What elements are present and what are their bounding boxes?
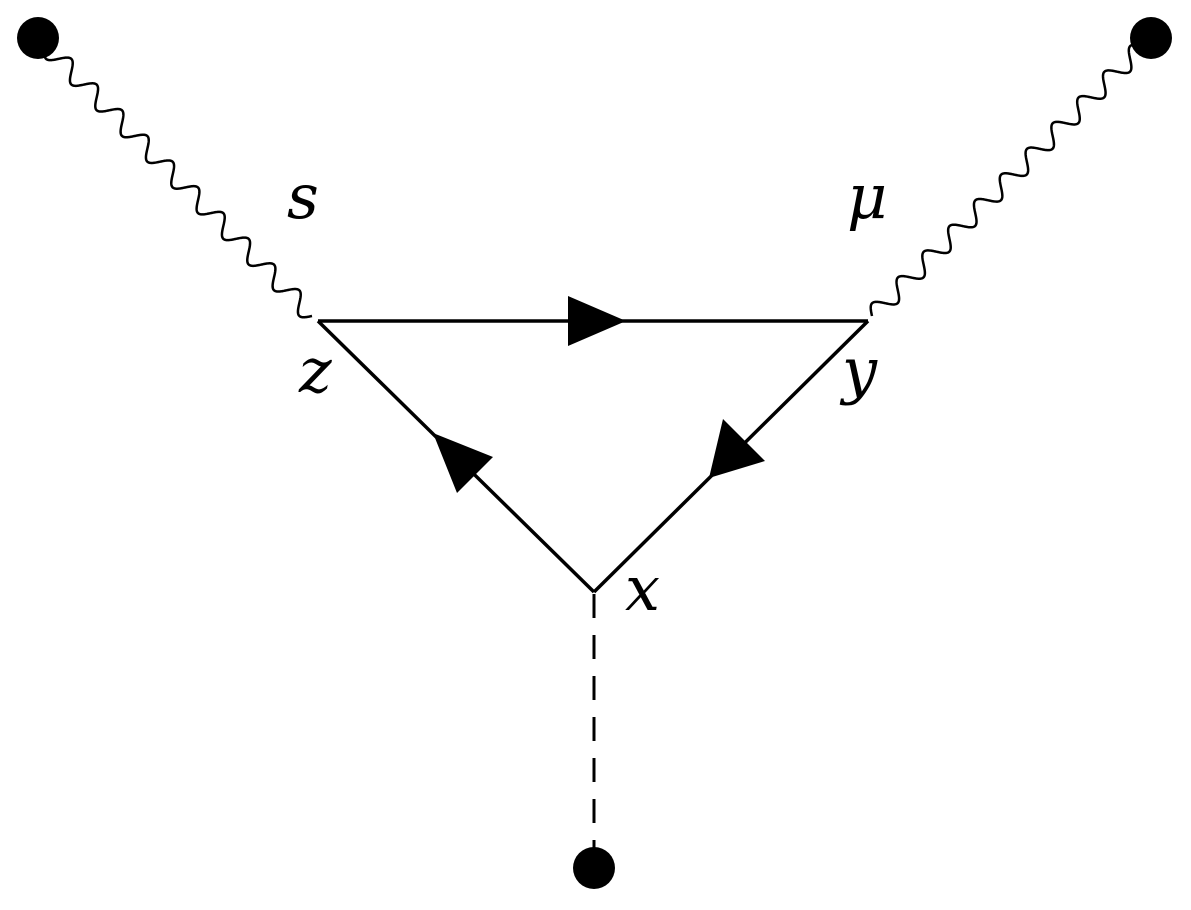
photon-line-right <box>869 43 1144 317</box>
arrow-z-to-y <box>568 296 626 346</box>
label-s: s <box>287 160 319 233</box>
external-vertex-top-right <box>1130 17 1172 59</box>
label-z: z <box>298 334 332 407</box>
photon-line-left <box>43 45 313 319</box>
label-x: x <box>625 552 660 625</box>
arrow-x-to-z <box>433 433 493 493</box>
external-vertex-top-left <box>17 17 59 59</box>
external-vertex-bottom <box>573 847 615 889</box>
label-mu: μ <box>847 160 887 233</box>
arrow-y-to-x <box>709 419 765 478</box>
label-y: y <box>839 334 878 407</box>
